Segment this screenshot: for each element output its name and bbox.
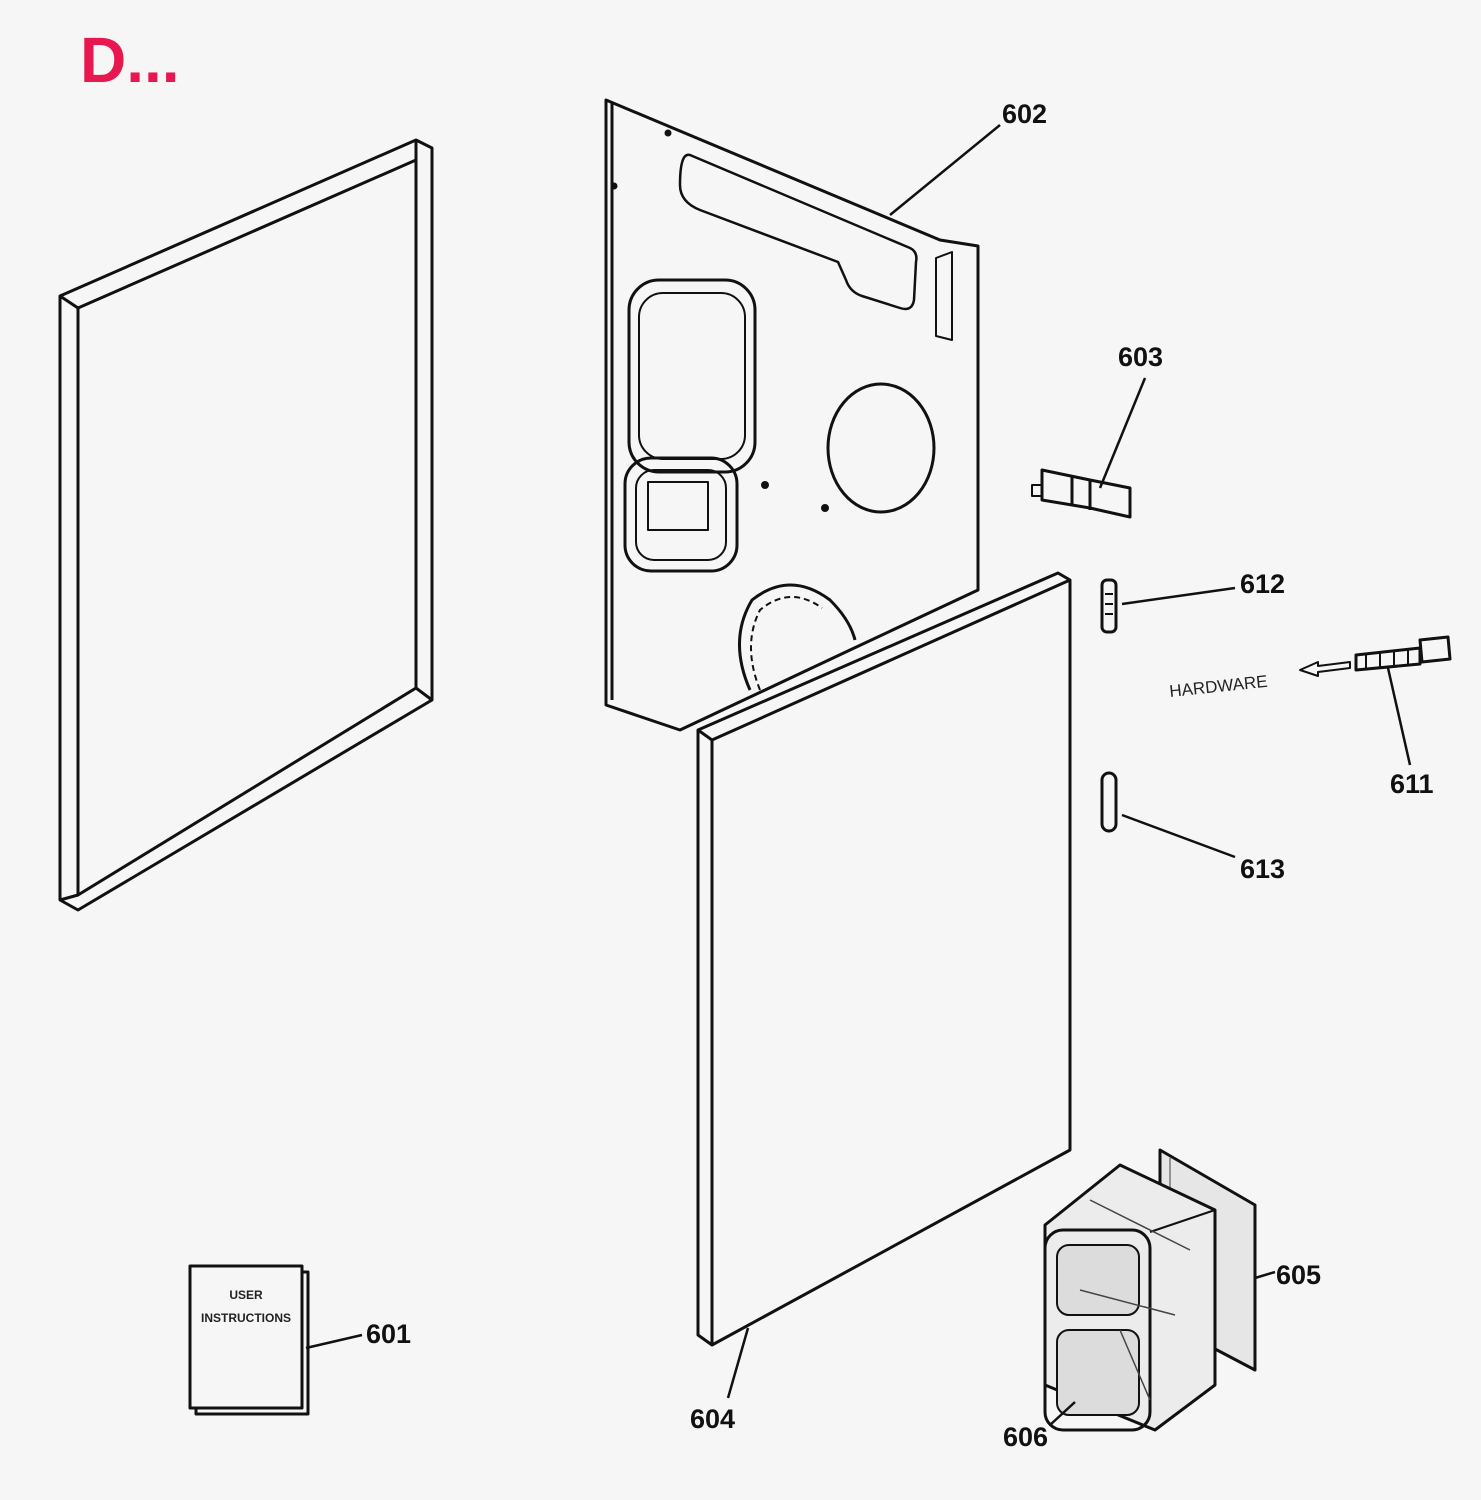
callout-604: 604 bbox=[690, 1404, 735, 1434]
latch-part bbox=[1031, 468, 1132, 519]
leader-lines bbox=[305, 124, 1412, 1426]
callout-605: 605 bbox=[1276, 1260, 1321, 1290]
filter-assembly-606-part bbox=[1043, 1163, 1217, 1432]
callout-606: 606 bbox=[1003, 1422, 1048, 1452]
hinge-pin-611-part bbox=[1299, 635, 1452, 677]
callout-611: 611 bbox=[1390, 769, 1434, 799]
page-title: D... bbox=[80, 24, 180, 96]
callout-602: 602 bbox=[1002, 99, 1047, 129]
hardware-label: HARDWARE bbox=[1168, 672, 1268, 701]
front-panel-part bbox=[696, 571, 1072, 1347]
callout-613: 613 bbox=[1240, 854, 1285, 884]
callout-612: 612 bbox=[1240, 569, 1285, 599]
user-instructions-booklet bbox=[188, 1264, 310, 1416]
manual-text-line1: USER bbox=[229, 1288, 263, 1302]
left-frame-part bbox=[58, 138, 434, 912]
callout-603: 603 bbox=[1118, 342, 1163, 372]
back-panel-part bbox=[604, 98, 980, 732]
manual-text-line2: INSTRUCTIONS bbox=[201, 1311, 291, 1325]
spacer-613-part bbox=[1100, 771, 1118, 833]
callout-601: 601 bbox=[366, 1319, 411, 1349]
spacer-612-part bbox=[1100, 578, 1118, 634]
